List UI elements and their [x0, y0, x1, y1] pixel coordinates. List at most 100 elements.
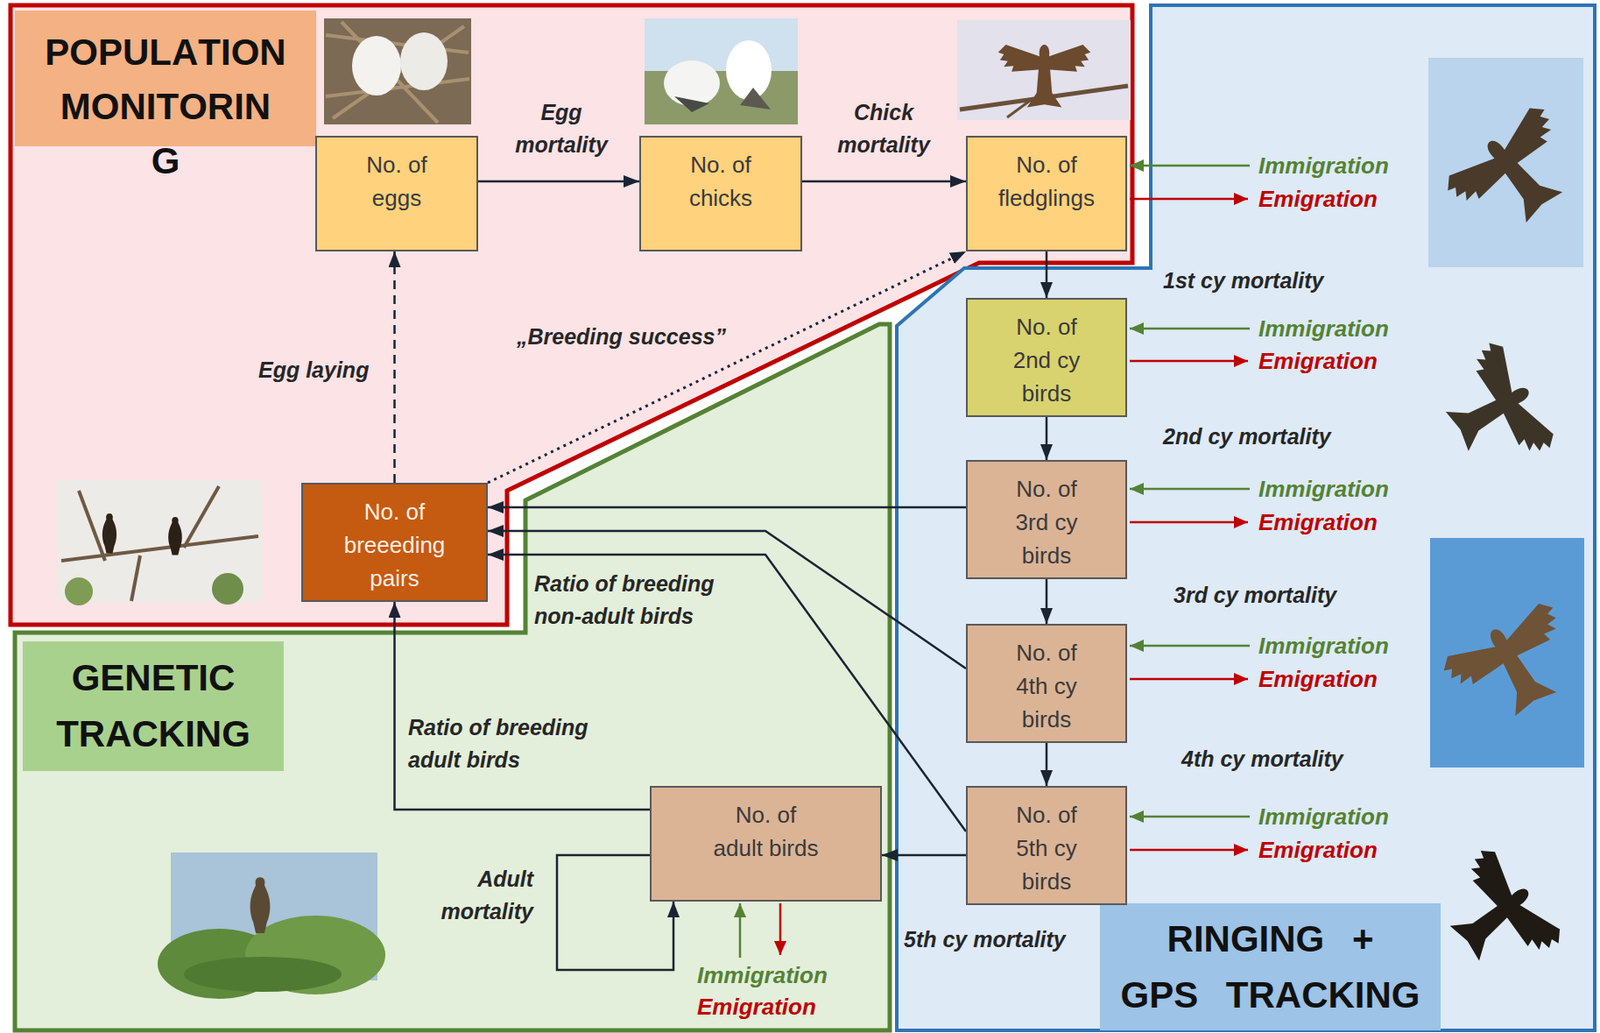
flow-label: 3rd cy mortality	[1173, 578, 1337, 612]
photo-pair	[168, 516, 183, 556]
flow-label: 1st cy mortality	[1162, 264, 1324, 297]
photo-chicks	[663, 60, 720, 106]
box-label: No. of 3rd cy birds	[1000, 472, 1093, 572]
migration-arrow	[1129, 677, 1248, 681]
heading-patch	[22, 641, 284, 771]
photo-adult	[183, 956, 342, 992]
migration-arrow	[779, 902, 783, 955]
migration-label: Emigration	[1258, 836, 1378, 863]
migration-label: Immigration	[1258, 803, 1389, 830]
flow-arrow	[1045, 251, 1049, 298]
heading-holder: POPULATION MONITORIN G	[14, 25, 317, 189]
region-outline	[14, 324, 890, 1030]
count-box: No. of fledglings	[965, 135, 1128, 252]
migration-arrow	[739, 902, 742, 958]
migration-label: Immigration	[1258, 475, 1389, 502]
region-heading: POPULATION MONITORIN G	[44, 25, 286, 189]
migration-label: Immigration	[1258, 152, 1389, 179]
photo-eggs	[352, 35, 402, 96]
flow-label: „Breeding success”	[516, 320, 726, 353]
flow-label: 2nd cy mortality	[1162, 420, 1332, 453]
heading-patch	[1099, 902, 1441, 1030]
heading-holder: RINGING + GPS TRACKING	[1099, 910, 1441, 1023]
region-outline	[896, 5, 1595, 1030]
photo-fledgling	[998, 44, 1092, 108]
flow-label: Egg mortality	[504, 96, 619, 162]
photo-eggs	[325, 21, 470, 123]
photo-chicks	[674, 96, 710, 113]
tracking-region: GENETIC TRACKING No. of adult birds	[11, 320, 894, 1033]
flow-arrow	[487, 506, 966, 509]
flow-label: Chick mortality	[826, 96, 941, 162]
photo-eggs	[324, 18, 472, 125]
migration-arrow	[1129, 487, 1250, 491]
flow-arrow	[478, 180, 640, 184]
photo-fledgling	[957, 20, 1131, 120]
photo-adult	[157, 852, 386, 999]
box-label: No. of breeeding pairs	[333, 494, 457, 595]
count-box: No. of chicks	[639, 135, 803, 252]
flow-arrow	[881, 853, 966, 857]
photo-chicks	[740, 87, 771, 110]
photo-adult	[250, 876, 271, 933]
photo-pair	[102, 513, 117, 554]
flow-label: Ratio of breeding non-adult birds	[534, 567, 741, 633]
migration-arrow	[1129, 197, 1248, 201]
migration-arrow	[1129, 815, 1250, 818]
flow-arrow	[802, 180, 966, 184]
migration-label: Immigration	[697, 961, 828, 988]
migration-arrow	[1129, 848, 1248, 852]
migration-arrow	[1129, 327, 1250, 331]
photo-flying-eagle	[1438, 598, 1591, 735]
box-label: No. of 4th cy birds	[1000, 635, 1093, 736]
box-label: No. of chicks	[670, 148, 772, 215]
photo-fledgling	[1007, 98, 1034, 118]
photo-eggs	[400, 32, 448, 91]
migration-arrow	[1129, 644, 1250, 648]
count-box: No. of 5th cy birds	[965, 785, 1128, 905]
count-box: No. of 4th cy birds	[965, 623, 1128, 743]
region-heading: GENETIC TRACKING	[56, 649, 251, 762]
box-label: No. of 2nd cy birds	[1000, 310, 1093, 410]
migration-label: Emigration	[697, 993, 817, 1020]
flow-label: Adult mortality	[419, 862, 534, 928]
flow-label: 4th cy mortality	[1181, 742, 1344, 776]
flow-arrow	[1045, 742, 1049, 786]
photo-flying-eagle	[1438, 598, 1591, 735]
photo-flying-eagle	[1441, 101, 1593, 248]
count-box: No. of eggs	[315, 135, 479, 252]
migration-label: Emigration	[1258, 508, 1378, 536]
photo-pair	[64, 577, 93, 606]
migration-arrow	[1129, 521, 1248, 524]
photo-fledgling	[957, 20, 1131, 120]
photo-chicks	[725, 40, 772, 100]
photo-flying-eagle	[1441, 101, 1593, 248]
migration-label: Emigration	[1258, 185, 1378, 212]
flow-arrow	[1045, 578, 1049, 624]
migration-label: Emigration	[1258, 665, 1378, 692]
photo-pair	[57, 479, 262, 606]
box-label: No. of eggs	[346, 148, 448, 215]
migration-label: Immigration	[1258, 632, 1389, 659]
box-label: No. of adult birds	[711, 797, 822, 865]
flow-label: Ratio of breeding adult birds	[408, 711, 614, 776]
migration-arrow	[1129, 164, 1250, 168]
photo-chicks	[644, 18, 798, 71]
flow-label: 5th cy mortality	[903, 923, 1066, 956]
count-box: No. of breeeding pairs	[301, 482, 488, 602]
count-box: No. of 2nd cy birds	[965, 297, 1128, 417]
flow-label: Egg laying	[258, 353, 369, 387]
heading-holder: GENETIC TRACKING	[22, 649, 284, 762]
migration-label: Emigration	[1258, 347, 1378, 374]
migration-arrow	[1129, 359, 1248, 363]
photo-eggs	[324, 18, 472, 125]
count-box: No. of 3rd cy birds	[965, 459, 1128, 579]
photo-pair	[211, 572, 244, 605]
photo-chicks	[644, 18, 798, 125]
box-label: No. of fledglings	[989, 148, 1104, 215]
flow-arrow	[1045, 416, 1049, 460]
migration-label: Immigration	[1258, 315, 1389, 342]
count-box: No. of adult birds	[649, 785, 882, 902]
box-label: No. of 5th cy birds	[1000, 797, 1093, 898]
